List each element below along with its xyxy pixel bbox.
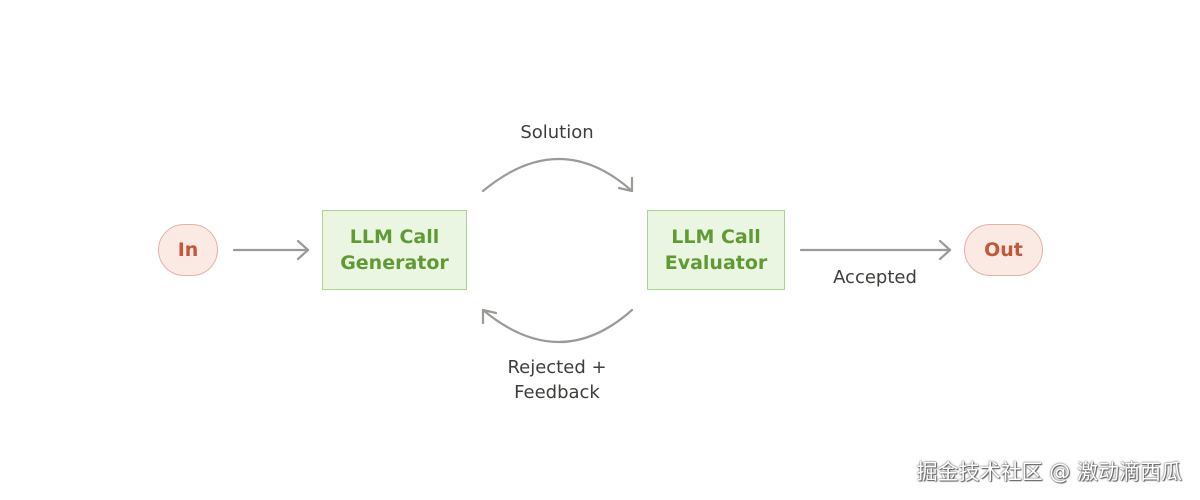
output-node: Out [964,224,1043,276]
arrow-rejected-feedback [481,308,634,344]
arrow-solution [481,157,634,193]
llm-call-evaluator-node: LLM Call Evaluator [647,210,785,290]
watermark: 掘金技术社区 @ 激动滴西瓜 [916,460,1182,484]
llm-call-generator-node: LLM Call Generator [322,210,467,290]
generator-line1: LLM Call [349,226,440,248]
solution-edge-label: Solution [520,122,594,143]
input-node-label: In [177,239,199,261]
rejected-line2: Feedback [514,382,600,403]
rejected-feedback-edge-label: Rejected + Feedback [487,355,627,405]
arrow-in-to-generator [232,239,310,261]
output-node-label: Out [984,239,1023,261]
generator-line2: Generator [340,252,449,274]
accepted-edge-label: Accepted [833,267,917,288]
rejected-line1: Rejected + [507,357,607,378]
input-node: In [158,224,218,276]
arrow-accepted [799,239,952,261]
evaluator-line2: Evaluator [664,252,768,274]
evaluator-line1: LLM Call [671,226,761,248]
